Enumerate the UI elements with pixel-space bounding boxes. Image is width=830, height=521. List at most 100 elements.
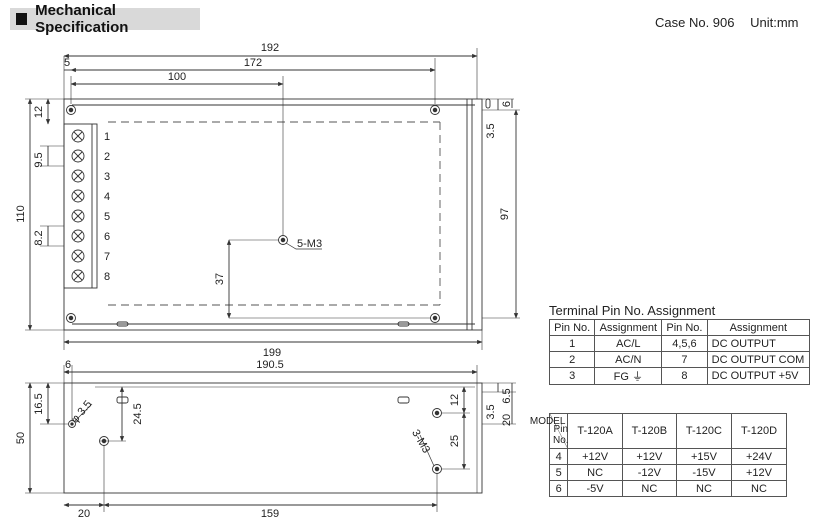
header-pin-no: Pin No. <box>548 319 596 336</box>
terminal-block <box>63 123 98 289</box>
terminal-screws <box>71 129 85 283</box>
terminal-assignment-table: Pin No. Assignment Pin No. Assignment 1 … <box>548 319 811 385</box>
table-cell: 5 <box>548 464 569 481</box>
side-hole-icon <box>68 420 76 428</box>
pin-label-5: 5 <box>104 211 110 223</box>
top-slot <box>485 98 491 109</box>
mounting-hole-icon <box>430 313 440 323</box>
hole-leader-3-m3 <box>419 434 435 467</box>
dim-label-20-side: 20 <box>501 414 513 426</box>
dim-label-phi-3-5: φ 3.5 <box>69 398 95 425</box>
table-cell: 2 <box>548 351 596 368</box>
table-row: 6 -5V NC NC NC <box>548 480 788 497</box>
table-cell: DC OUTPUT +5V <box>706 367 811 385</box>
dim-label-50: 50 <box>15 432 27 444</box>
dim-label-192: 192 <box>261 42 279 54</box>
table-row: 3 FG ⏚ 8 DC OUTPUT +5V <box>548 367 811 385</box>
table-row: 2 AC/N 7 DC OUTPUT COM <box>548 351 811 368</box>
table-cell: 7 <box>661 351 708 368</box>
mounting-hole-icon <box>66 313 76 323</box>
terminal-screw-icon <box>71 129 85 143</box>
top-slot <box>116 321 129 327</box>
table-cell: 4,5,6 <box>661 335 708 352</box>
table-cell: +12V <box>567 448 623 465</box>
top-view-outline <box>63 98 483 331</box>
header-model: T-120A <box>567 413 623 449</box>
dim-label-12-side: 12 <box>449 394 461 406</box>
table-cell: NC <box>567 464 623 481</box>
unit-label: Unit:mm <box>750 15 799 30</box>
dim-label-159: 159 <box>261 508 279 520</box>
hole-leader-3-5 <box>74 403 93 422</box>
dim-label-5: 5 <box>64 57 70 69</box>
dim-label-20-bottom: 20 <box>78 508 90 520</box>
dim-label-6-5: 6.5 <box>501 388 513 403</box>
table-cell: AC/N <box>594 351 663 368</box>
table-cell: +12V <box>730 464 788 481</box>
side-view-labels: 190.5 6 50 16.5 φ 3.5 24.5 12 25 3.5 6.5… <box>15 359 513 520</box>
section-header: Mechanical Specification <box>10 2 200 36</box>
header-model: T-120B <box>621 413 677 449</box>
case-number: Case No. 906 <box>655 15 735 30</box>
table-cell: +24V <box>730 448 788 465</box>
dim-label-24-5: 24.5 <box>132 403 144 424</box>
dim-label-16-5: 16.5 <box>33 393 45 414</box>
dim-label-25: 25 <box>449 435 461 447</box>
table-cell: -12V <box>621 464 677 481</box>
dim-label-6: 6 <box>65 359 71 371</box>
top-view <box>25 48 520 350</box>
side-hole-icon <box>432 408 442 418</box>
table-cell: +15V <box>675 448 732 465</box>
table-row: 1 AC/L 4,5,6 DC OUTPUT <box>548 335 811 352</box>
header-assignment: Assignment <box>706 319 811 336</box>
pin-label-6: 6 <box>104 231 110 243</box>
header-model: T-120C <box>675 413 732 449</box>
pin-label-8: 8 <box>104 271 110 283</box>
table-header-row: MODEL Pin No. T-120A T-120B T-120C T-120… <box>530 413 788 449</box>
side-slot <box>116 396 129 404</box>
table-cell: NC <box>675 480 732 497</box>
corner-model-label: MODEL <box>529 416 566 427</box>
terminal-screw-icon <box>71 249 85 263</box>
side-view <box>25 365 516 512</box>
table-cell: 4 <box>548 448 569 465</box>
table-cell: -15V <box>675 464 732 481</box>
table-cell: 1 <box>548 335 596 352</box>
hole-callout-5-m3: 5-M3 <box>297 238 322 250</box>
terminal-screw-icon <box>71 229 85 243</box>
section-title: Mechanical Specification <box>35 2 129 36</box>
diagonal-divider-icon <box>550 414 568 448</box>
terminal-screw-icon <box>71 189 85 203</box>
table-cell: AC/L <box>594 335 663 352</box>
dim-label-8-2: 8.2 <box>33 230 45 245</box>
corner-pin-label: Pin No. <box>553 424 569 446</box>
model-output-table: MODEL Pin No. T-120A T-120B T-120C T-120… <box>530 413 788 497</box>
hole-callout-leader <box>285 242 322 250</box>
table-cell: -5V <box>567 480 623 497</box>
dim-label-12: 12 <box>33 106 45 118</box>
pin-label-3: 3 <box>104 171 110 183</box>
table-cell: NC <box>730 480 788 497</box>
terminal-screw-icon <box>71 149 85 163</box>
table-cell: DC OUTPUT COM <box>706 351 811 368</box>
terminal-screw-icon <box>71 209 85 223</box>
table-cell: DC OUTPUT <box>706 335 811 352</box>
table-cell: NC <box>621 480 677 497</box>
dim-label-199: 199 <box>263 347 281 359</box>
pin-label-7: 7 <box>104 251 110 263</box>
pin-label-4: 4 <box>104 191 110 203</box>
top-slot <box>397 321 410 327</box>
pin-label-1: 1 <box>104 131 110 143</box>
pin-label-2: 2 <box>104 151 110 163</box>
table-cell: FG ⏚ <box>594 367 663 385</box>
side-view-outline <box>63 382 483 494</box>
dim-label-6: 6 <box>501 101 513 107</box>
header-assignment: Assignment <box>594 319 663 336</box>
terminal-table-title: Terminal Pin No. Assignment <box>549 303 716 318</box>
table-cell: 6 <box>548 480 569 497</box>
table-row: 5 NC -12V -15V +12V <box>548 464 788 481</box>
dim-label-3-5-side: 3.5 <box>485 404 497 419</box>
top-view-hidden-lines <box>108 121 441 306</box>
header-model: T-120D <box>730 413 788 449</box>
